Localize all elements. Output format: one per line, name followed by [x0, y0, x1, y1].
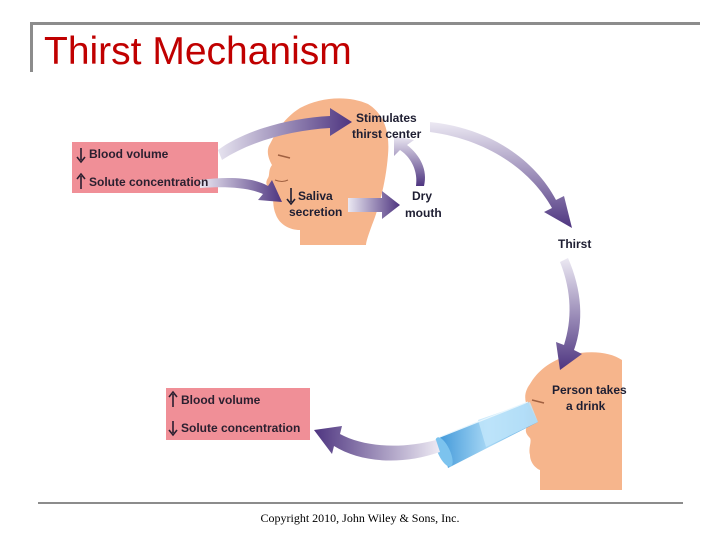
label-person-line2: a drink: [566, 399, 606, 413]
label-person-line1: Person takes: [552, 383, 627, 397]
label-saliva-line2: secretion: [289, 205, 342, 219]
label-stimulates-line2: thirst center: [352, 127, 422, 141]
box-top-item-1: Blood volume: [76, 147, 169, 164]
glass-of-water-illustration: [435, 401, 538, 468]
label-saliva-line1: Saliva: [298, 189, 333, 203]
label-thirst: Thirst: [558, 237, 591, 251]
arrow-to-drink: [556, 258, 582, 370]
frame-bottom-line: [38, 502, 683, 504]
copyright-text: Copyright 2010, John Wiley & Sons, Inc.: [260, 511, 460, 525]
frame-left-line: [30, 22, 33, 72]
arrow-down-icon: [286, 188, 296, 206]
label-stimulates-line1: Stimulates: [356, 111, 417, 125]
svg-text:Blood volume: Blood volume: [181, 393, 261, 407]
box-bottom-item-1: Blood volume: [168, 390, 261, 407]
box-top: [72, 142, 218, 193]
box-top-item-2: Solute concentration: [76, 172, 208, 189]
svg-text:Blood volume: Blood volume: [89, 147, 169, 161]
arrow-saliva-to-dry-mouth: [348, 191, 400, 219]
arrow-up-icon: [76, 172, 86, 189]
arrow-down-icon: [76, 148, 86, 164]
label-dry-line1: Dry: [412, 189, 432, 203]
arrow-down-icon: [168, 421, 178, 437]
arrow-to-box-bottom: [314, 426, 440, 461]
label-dry-line2: mouth: [405, 206, 442, 220]
arrow-to-saliva: [200, 178, 282, 202]
head-bottom-illustration: [525, 352, 622, 490]
arrow-up-icon: [168, 390, 178, 407]
frame-top-line: [30, 22, 700, 25]
arrow-to-thirst: [430, 122, 572, 228]
arrow-dry-mouth-up: [394, 136, 426, 186]
svg-text:Solute concentration: Solute concentration: [181, 421, 300, 435]
svg-text:Solute concentration: Solute concentration: [89, 175, 208, 189]
box-bottom: [166, 388, 310, 440]
arrow-to-thirst-center: [218, 108, 352, 160]
page-title: Thirst Mechanism: [44, 30, 352, 73]
box-bottom-item-2: Solute concentration: [168, 421, 300, 437]
